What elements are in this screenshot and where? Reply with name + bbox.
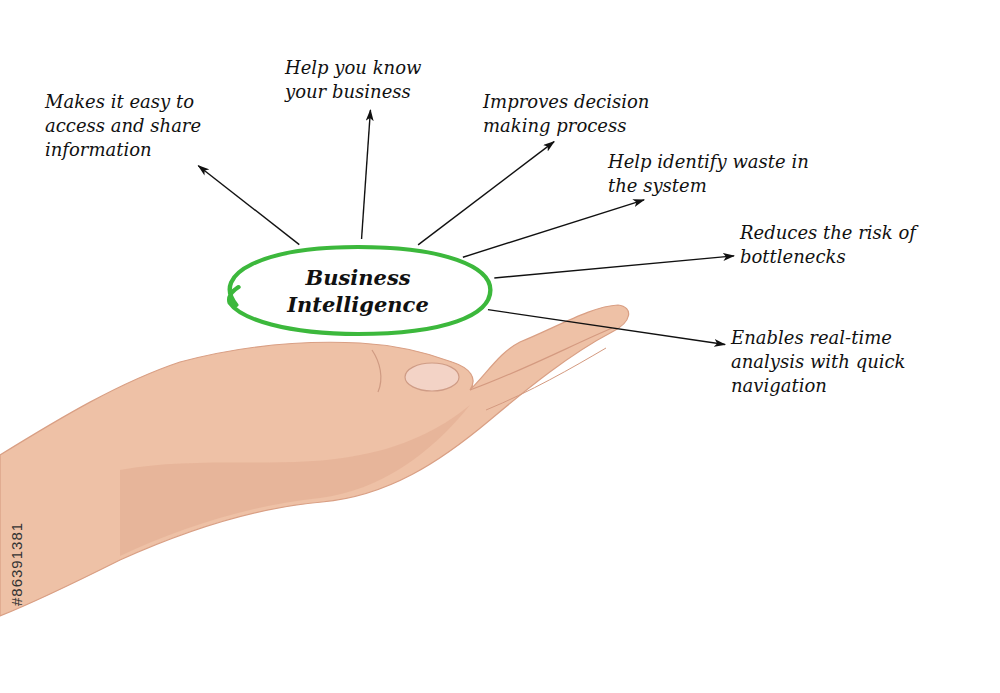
benefit-text: Help you know your business (285, 56, 460, 104)
central-ellipse: Business Intelligence (221, 243, 495, 338)
benefit-label: Makes it easy to access and share inform… (45, 90, 250, 162)
benefit-label: Enables real-time analysis with quick na… (731, 326, 956, 398)
thumb-crease (372, 350, 381, 392)
ellipse-stroke (229, 247, 490, 334)
arrow-connector (418, 142, 554, 245)
ellipse-outline (221, 243, 495, 338)
arrow-connector (198, 166, 299, 245)
benefit-label: Help you know your business (285, 56, 460, 104)
arrow-connector (362, 110, 371, 239)
arrow-connector (494, 256, 734, 278)
arrow-connector (463, 200, 644, 257)
benefit-text: Help identify waste in the system (608, 150, 843, 198)
benefit-text: Makes it easy to access and share inform… (45, 90, 250, 162)
finger-line (486, 348, 606, 410)
benefit-label: Improves decision making process (483, 90, 698, 138)
benefit-text: Reduces the risk of bottlenecks (740, 221, 965, 269)
benefit-text: Enables real-time analysis with quick na… (731, 326, 956, 398)
benefit-label: Help identify waste in the system (608, 150, 843, 198)
benefit-label: Reduces the risk of bottlenecks (740, 221, 965, 269)
ellipse-title: Business Intelligence (271, 264, 446, 318)
hand-shade (120, 405, 470, 556)
benefit-text: Improves decision making process (483, 90, 698, 138)
stock-id-watermark: #86391381 (8, 522, 25, 606)
arrow-connector (488, 310, 725, 345)
finger-line (470, 328, 612, 390)
thumb-nail (405, 363, 459, 391)
hand-shape (0, 305, 629, 616)
